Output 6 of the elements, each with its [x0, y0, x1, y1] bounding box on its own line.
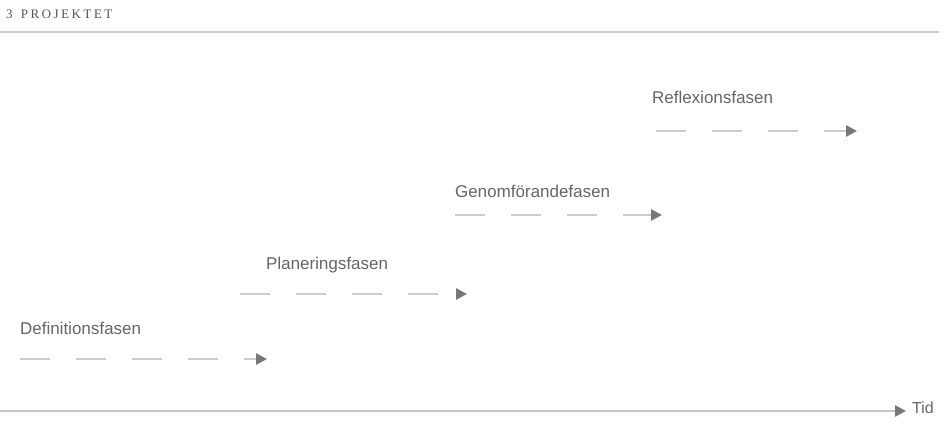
section-heading: 3 PROJEKTET: [6, 6, 115, 22]
phase-label: Definitionsfasen: [20, 319, 141, 340]
phase-label: Planeringsfasen: [266, 254, 388, 274]
phase-label: Genomförandefasen: [455, 182, 610, 202]
axis-label: Tid: [912, 399, 934, 418]
phase-label: Reflexionsfasen: [652, 88, 773, 108]
